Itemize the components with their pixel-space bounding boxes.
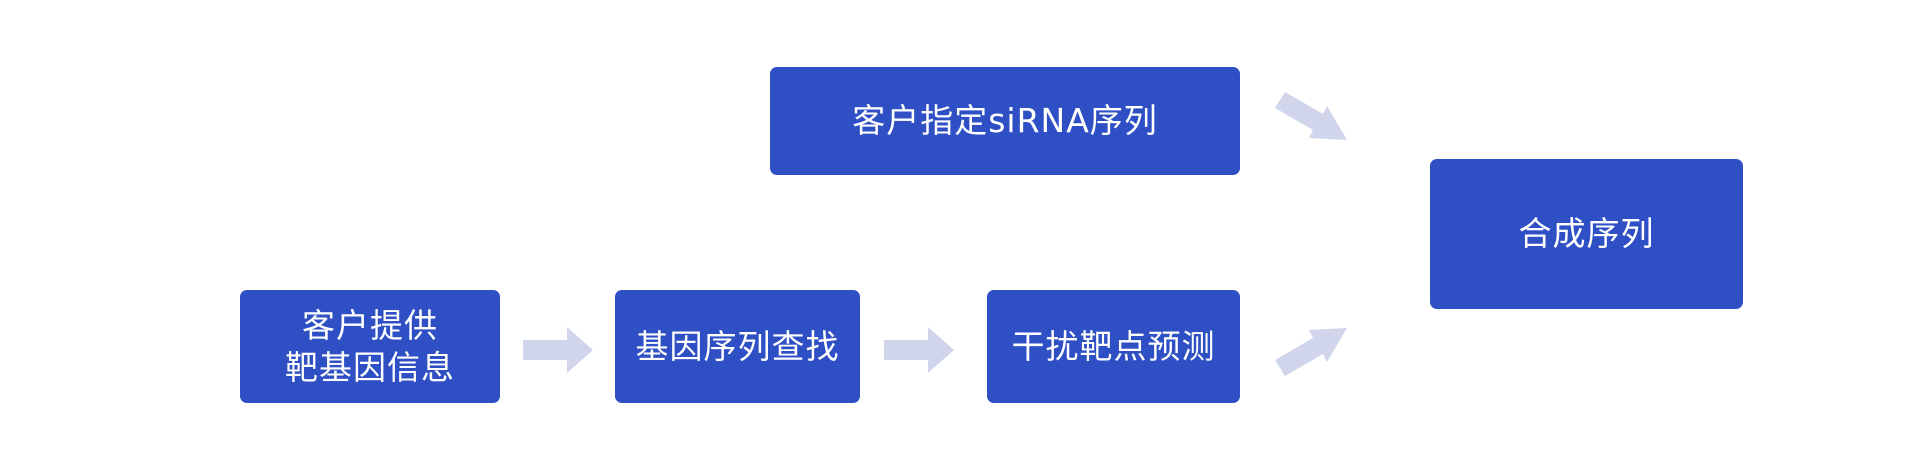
arrow-right-icon [523, 327, 593, 373]
node-label: 客户指定siRNA序列 [852, 101, 1158, 141]
node-target-prediction: 干扰靶点预测 [987, 290, 1240, 403]
node-customer-target-gene-info: 客户提供 靶基因信息 [240, 290, 500, 403]
node-customer-specified-sirna: 客户指定siRNA序列 [770, 67, 1240, 175]
arrow-down-right-icon [1275, 92, 1347, 140]
node-synthesize-sequence: 合成序列 [1430, 159, 1743, 309]
node-label: 合成序列 [1518, 214, 1655, 254]
node-label: 基因序列查找 [635, 326, 840, 366]
node-gene-sequence-search: 基因序列查找 [615, 290, 860, 403]
node-label: 客户提供 靶基因信息 [285, 306, 455, 387]
arrow-up-right-icon [1275, 328, 1347, 376]
node-label: 干扰靶点预测 [1011, 326, 1216, 366]
arrow-right-icon [884, 327, 954, 373]
